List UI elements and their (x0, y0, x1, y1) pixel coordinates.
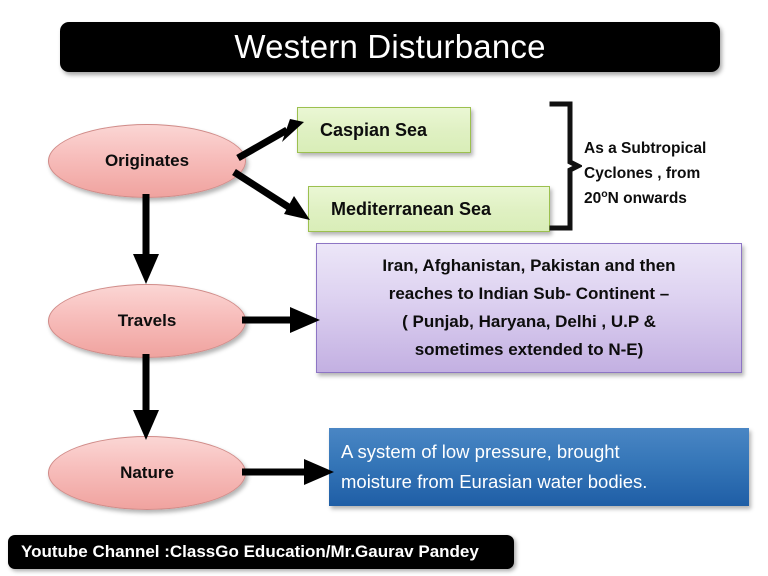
arrow-originates-to-mediterranean (232, 169, 310, 220)
footer-credit-bar: Youtube Channel :ClassGo Education/Mr.Ga… (8, 535, 514, 569)
node-originates-label: Originates (104, 151, 190, 170)
arrow-originates-to-caspian (236, 119, 304, 162)
page-title: Western Disturbance (234, 28, 546, 65)
box-nature-detail: A system of low pressure, brought moistu… (329, 428, 749, 506)
travels-detail-line-4: sometimes extended to N-E) (414, 340, 644, 359)
box-mediterranean-sea: Mediterranean Sea (308, 186, 550, 232)
arrow-travels-to-detail (242, 307, 320, 333)
degree-superscript: o (601, 187, 608, 200)
nature-detail-line-2: moisture from Eurasian water bodies. (341, 471, 648, 492)
node-nature-label: Nature (120, 463, 174, 482)
annotation-subtropical-cyclones: As a Subtropical Cyclones , from 20oN on… (584, 136, 760, 211)
annotation-line-3-suffix: N onwards (607, 190, 687, 207)
box-caspian-sea-label: Caspian Sea (320, 119, 428, 140)
nature-detail-line-1: A system of low pressure, brought (341, 441, 620, 462)
travels-detail-line-2: reaches to Indian Sub- Continent – (388, 284, 670, 303)
annotation-line-3: 20oN onwards (584, 186, 760, 211)
arrow-originates-to-travels (133, 194, 159, 284)
node-travels: Travels (48, 284, 246, 358)
grouping-bracket-icon (549, 101, 582, 231)
box-travels-detail: Iran, Afghanistan, Pakistan and then rea… (316, 243, 742, 373)
annotation-line-2: Cyclones , from (584, 165, 701, 182)
node-nature: Nature (48, 436, 246, 510)
node-travels-label: Travels (117, 311, 177, 330)
arrow-nature-to-detail (242, 459, 334, 485)
node-originates: Originates (48, 124, 246, 198)
annotation-line-3-value: 20 (584, 190, 602, 207)
travels-detail-line-3: ( Punjab, Haryana, Delhi , U.P & (402, 312, 656, 331)
travels-detail-line-1: Iran, Afghanistan, Pakistan and then (382, 256, 676, 275)
box-mediterranean-sea-label: Mediterranean Sea (331, 198, 492, 219)
footer-credit-text: Youtube Channel :ClassGo Education/Mr.Ga… (21, 542, 479, 561)
arrow-travels-to-nature (133, 354, 159, 440)
page-title-bar: Western Disturbance (60, 22, 720, 72)
annotation-line-1: As a Subtropical (584, 140, 707, 157)
box-caspian-sea: Caspian Sea (297, 107, 471, 153)
